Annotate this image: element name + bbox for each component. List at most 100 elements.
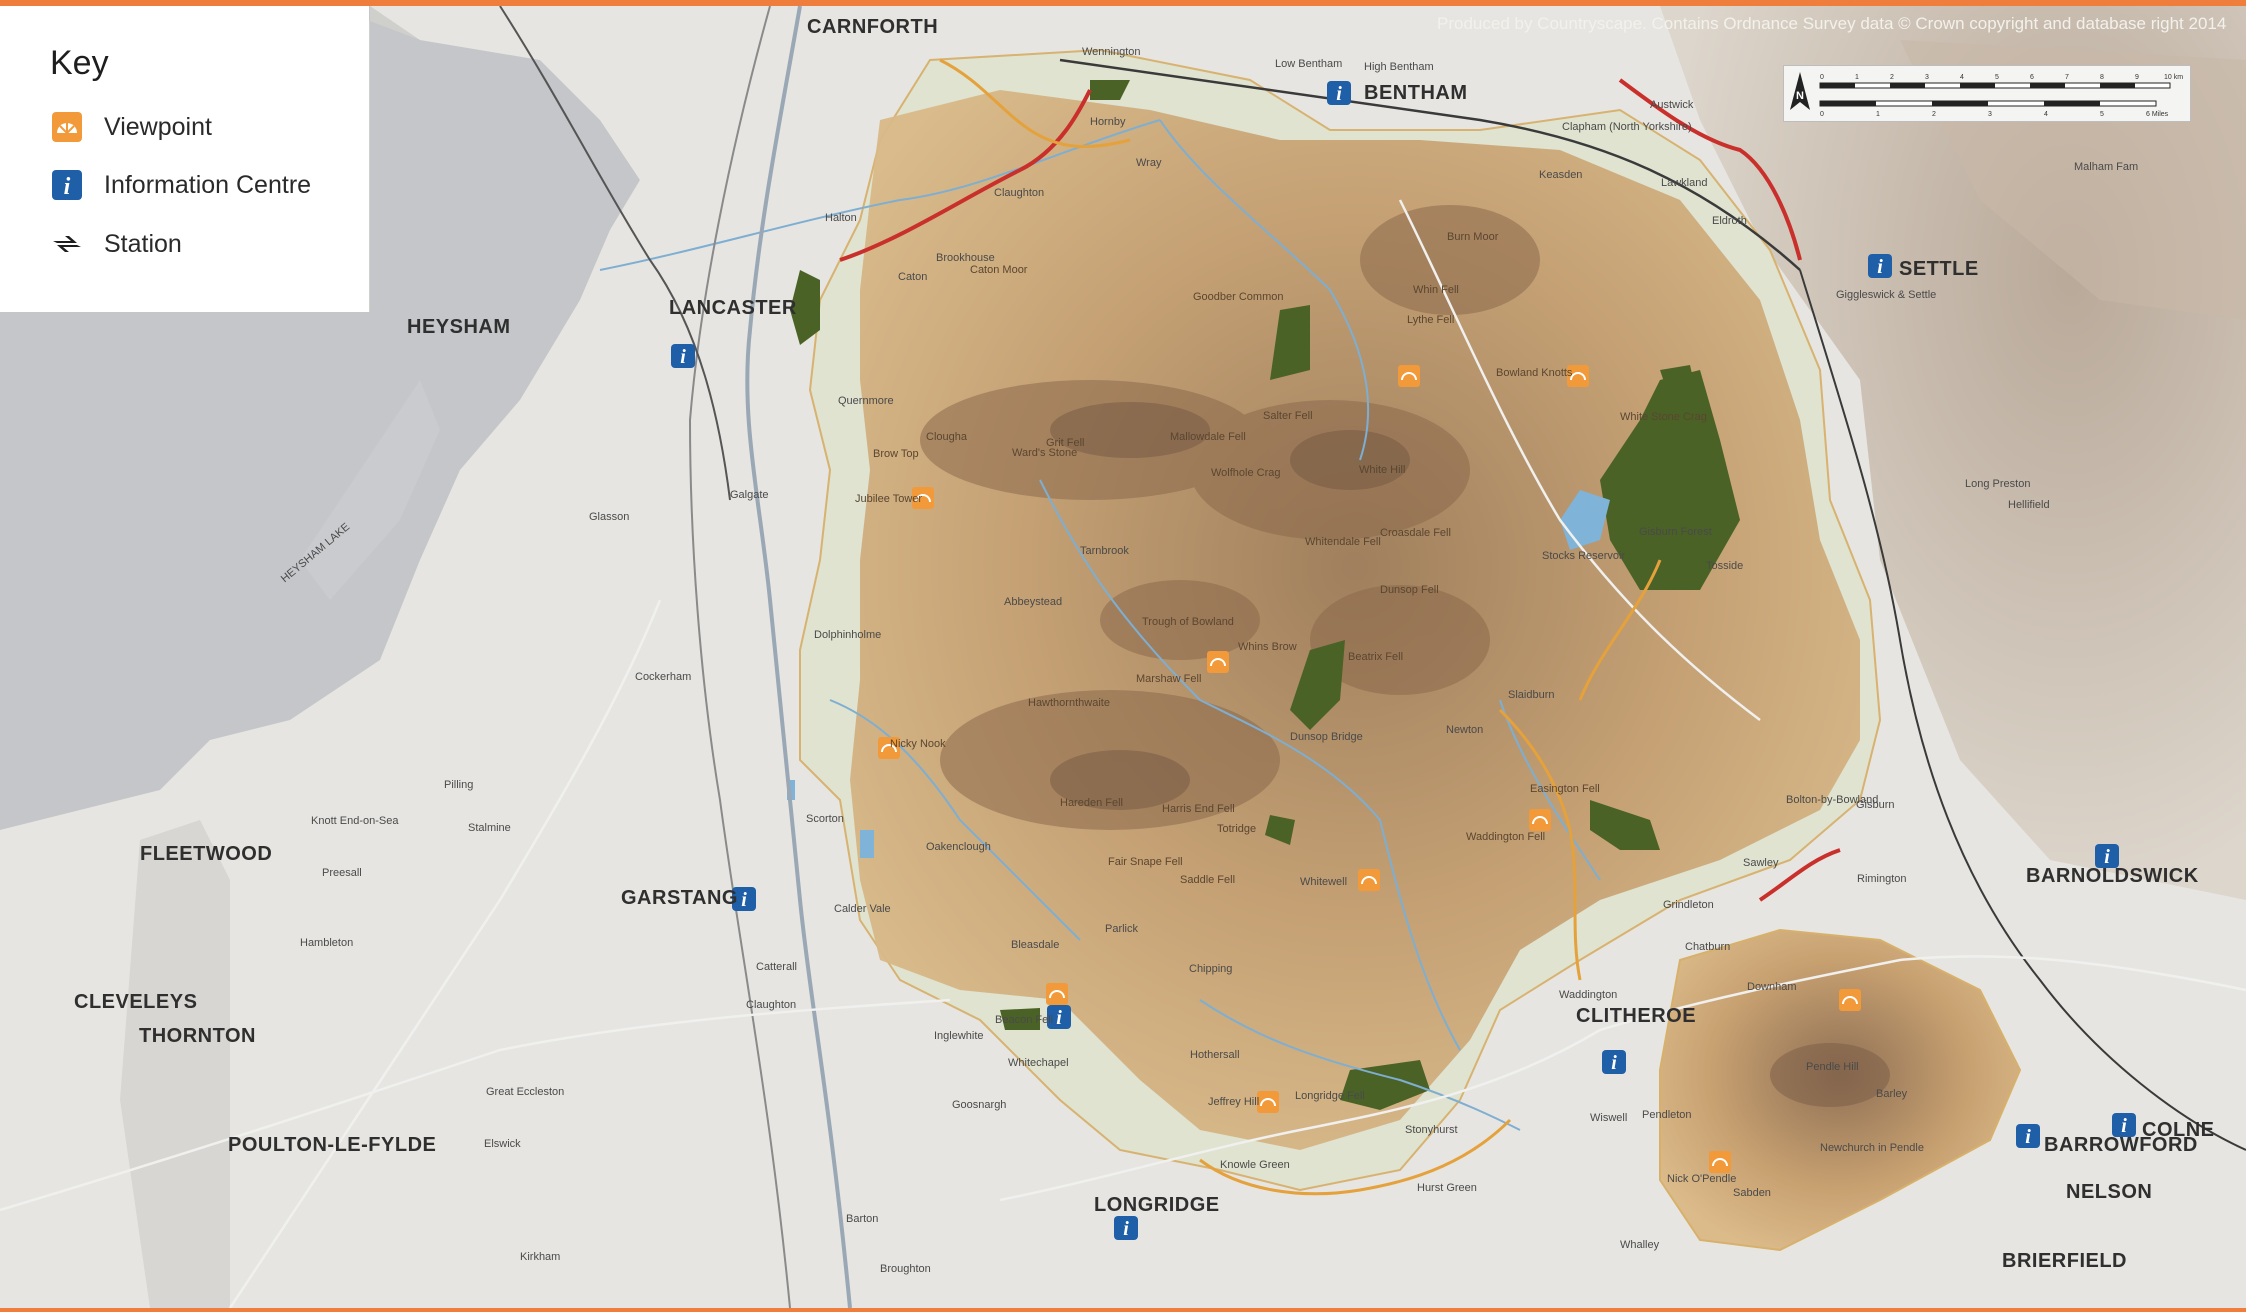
village-label: Great Eccleston	[486, 1086, 564, 1098]
viewpoint-icon	[50, 110, 84, 144]
feature-label: Trough of Bowland	[1142, 616, 1234, 628]
town-cleveleys: CLEVELEYS	[74, 991, 197, 1013]
information-centre-icon: i	[50, 168, 84, 202]
feature-label: Mallowdale Fell	[1170, 431, 1246, 443]
village-label: Rimington	[1857, 873, 1907, 885]
village-label: Longridge Fell	[1295, 1090, 1365, 1102]
tick: 5	[1995, 74, 1999, 81]
feature-label: Nicky Nook	[890, 738, 946, 750]
village-label: Gisburn Forest	[1639, 526, 1712, 538]
village-label: Hellifield	[2008, 499, 2050, 511]
village-labels: Wennington Low Bentham High Bentham Aust…	[300, 46, 2138, 1275]
village-label: Glasson	[589, 511, 629, 523]
feature-label: Beatrix Fell	[1348, 651, 1403, 663]
village-label: Claughton	[746, 999, 796, 1011]
key-item-viewpoint: Viewpoint	[50, 110, 212, 144]
feature-label: Whitendale Fell	[1305, 536, 1381, 548]
tick: 1	[1855, 74, 1859, 81]
village-label: Inglewhite	[934, 1030, 984, 1042]
town-poulton: POULTON-LE-FYLDE	[228, 1134, 436, 1156]
feature-label: Totridge	[1217, 823, 1256, 835]
village-label: Lawkland	[1661, 177, 1707, 189]
pendle-summit	[1770, 1043, 1890, 1107]
village-label: Low Bentham	[1275, 58, 1342, 70]
feature-label: White Stone Crag	[1620, 411, 1707, 423]
village-label: Elswick	[484, 1138, 521, 1150]
town-longridge: LONGRIDGE	[1094, 1194, 1220, 1216]
village-label: Abbeystead	[1004, 596, 1062, 608]
town-fleetwood: FLEETWOOD	[140, 843, 272, 865]
feature-label: Marshaw Fell	[1136, 673, 1201, 685]
roads	[0, 199, 2246, 1309]
scale-bar: N 0 1 2 3 4 5 6 7	[1783, 65, 2191, 122]
feature-label: Grit Fell	[1046, 437, 1085, 449]
village-label: Chipping	[1189, 963, 1232, 975]
tick: 4	[1960, 74, 1964, 81]
town-heysham: HEYSHAM	[407, 316, 511, 338]
svg-text:i: i	[1123, 1218, 1129, 1240]
village-label: Pendle Hill	[1806, 1061, 1859, 1073]
fell-deepest	[1050, 402, 1410, 810]
feature-label: Salter Fell	[1263, 410, 1313, 422]
village-label: Hothersall	[1190, 1049, 1240, 1061]
tick: 4	[2044, 111, 2048, 118]
village-label: Eldroth	[1712, 215, 1747, 227]
feature-label: Fair Snape Fell	[1108, 856, 1183, 868]
village-label: Scorton	[806, 813, 844, 825]
town-thornton: THORNTON	[139, 1025, 256, 1047]
svg-text:i: i	[2104, 846, 2110, 868]
village-label: Kirkham	[520, 1251, 560, 1263]
north-arrow-icon: N	[1790, 72, 1810, 110]
tick: 0	[1820, 74, 1824, 81]
village-label: Calder Vale	[834, 903, 891, 915]
feature-label: Whin Fell	[1413, 284, 1459, 296]
village-label: Jeffrey Hill	[1208, 1096, 1259, 1108]
village-label: Wennington	[1082, 46, 1141, 58]
feature-label: Hareden Fell	[1060, 797, 1123, 809]
feature-label: White Hill	[1359, 464, 1405, 476]
transport	[499, 5, 2246, 1309]
feature-label: Whins Brow	[1238, 641, 1297, 653]
village-label: Cockerham	[635, 671, 691, 683]
village-label: Galgate	[730, 489, 769, 501]
key-item-station: Station	[50, 227, 182, 261]
village-label: Hurst Green	[1417, 1182, 1477, 1194]
viewpoints	[878, 365, 1861, 1173]
village-label: Long Preston	[1965, 478, 2030, 490]
village-label: Catterall	[756, 961, 797, 973]
town-nelson: NELSON	[2066, 1181, 2152, 1203]
map-credit: Produced by Countryscape. Contains Ordna…	[1437, 14, 2226, 33]
village-label: Sabden	[1733, 1187, 1771, 1199]
feature-label: Burn Moor	[1447, 231, 1499, 243]
bottom-border	[0, 1308, 2246, 1312]
feature-label: Wolfhole Crag	[1211, 467, 1281, 479]
feature-label: Jubilee Tower	[855, 493, 922, 505]
village-label: Tosside	[1706, 560, 1743, 572]
feature-label: Saddle Fell	[1180, 874, 1235, 886]
village-label: Preesall	[322, 867, 362, 879]
village-label: Clapham (North Yorkshire)	[1562, 121, 1692, 133]
feature-label: Easington Fell	[1530, 783, 1600, 795]
town-labels: CARNFORTH BENTHAM SETTLE LANCASTER HEYSH…	[74, 16, 2215, 1272]
fell-summits	[920, 205, 1540, 830]
tick: 9	[2135, 74, 2139, 81]
tick: 0	[1820, 111, 1824, 118]
station-icon	[50, 227, 84, 261]
village-label: Barley	[1876, 1088, 1908, 1100]
town-barrowford: BARROWFORD	[2044, 1134, 2198, 1156]
top-border	[0, 0, 2246, 6]
tick: 8	[2100, 74, 2104, 81]
svg-text:i: i	[1056, 1007, 1062, 1029]
tick: 6	[2030, 74, 2034, 81]
town-colne: COLNE	[2142, 1119, 2215, 1141]
svg-text:i: i	[1877, 256, 1883, 278]
sea	[0, 6, 640, 830]
village-label: Wiswell	[1590, 1112, 1627, 1124]
village-label: Parlick	[1105, 923, 1139, 935]
village-label: Newton	[1446, 724, 1483, 736]
tick: 1	[1876, 111, 1880, 118]
feature-label: Brow Top	[873, 448, 919, 460]
village-label: Pilling	[444, 779, 473, 791]
village-label: Stonyhurst	[1405, 1124, 1458, 1136]
